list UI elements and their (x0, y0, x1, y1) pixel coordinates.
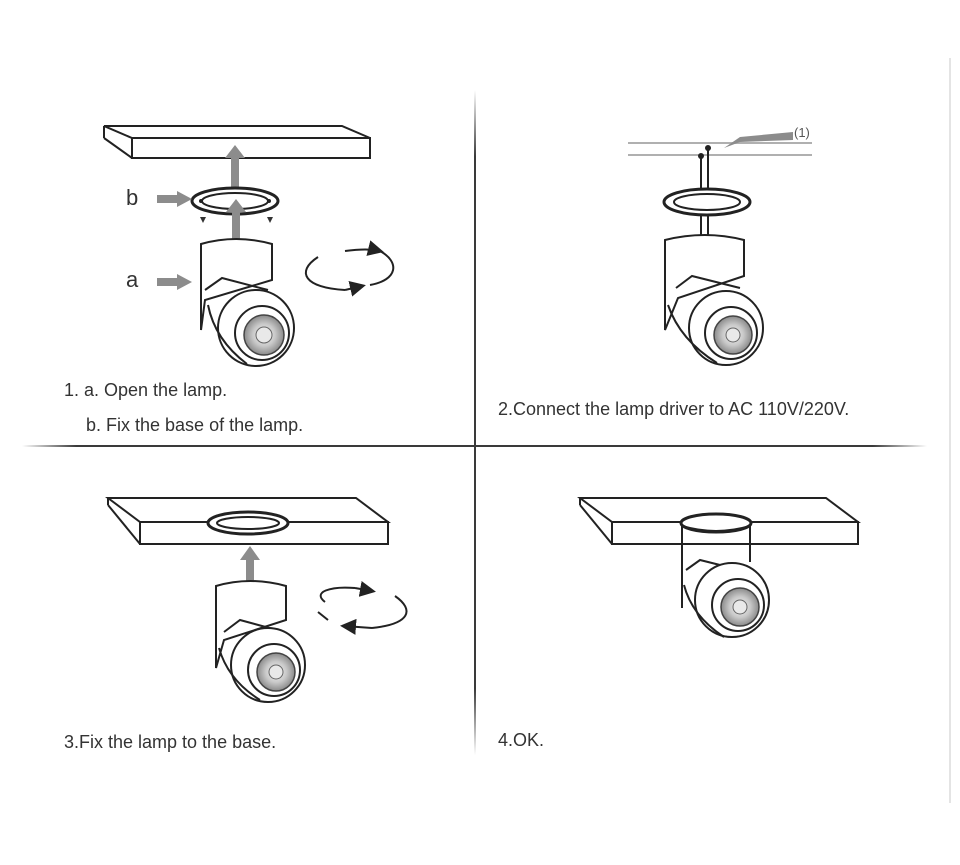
step1-caption-line2: b. Fix the base of the lamp. (86, 415, 304, 435)
step3-illustration (105, 497, 408, 703)
rotate-arrow-icon (317, 581, 408, 635)
step4-caption: 4.OK. (498, 730, 545, 750)
up-arrow-icon (226, 199, 246, 247)
right-edge-rule (949, 58, 951, 803)
mounting-base (206, 510, 290, 536)
step1-illustration (103, 125, 395, 367)
step2-caption: 2.Connect the lamp driver to AC 110V/220… (498, 399, 850, 419)
mounting-base (662, 187, 752, 217)
vertical-divider (474, 90, 476, 755)
pointer-arrow-icon (157, 274, 192, 290)
pointer-arrow-icon (157, 191, 192, 207)
up-arrow-icon (225, 145, 245, 187)
label-b: b (126, 185, 139, 210)
step3-caption: 3.Fix the lamp to the base. (64, 732, 277, 752)
label-a: a (126, 267, 139, 292)
spotlight-lamp (215, 580, 306, 703)
spotlight-lamp (679, 512, 770, 638)
callout-label: (1) (794, 125, 810, 140)
spotlight-lamp (664, 234, 764, 366)
spotlight-lamp (200, 238, 295, 367)
ceiling-plate (103, 125, 371, 159)
ceiling-plate (577, 497, 861, 545)
rotate-arrow-icon (305, 240, 395, 297)
horizontal-divider (22, 445, 927, 447)
step1-caption-line1: 1. a. Open the lamp. (64, 380, 228, 400)
step2-illustration (628, 132, 812, 366)
up-arrow-icon (240, 546, 260, 582)
step4-illustration (577, 497, 861, 638)
callout-arrow-icon (724, 132, 793, 148)
screw-icon (200, 217, 273, 223)
